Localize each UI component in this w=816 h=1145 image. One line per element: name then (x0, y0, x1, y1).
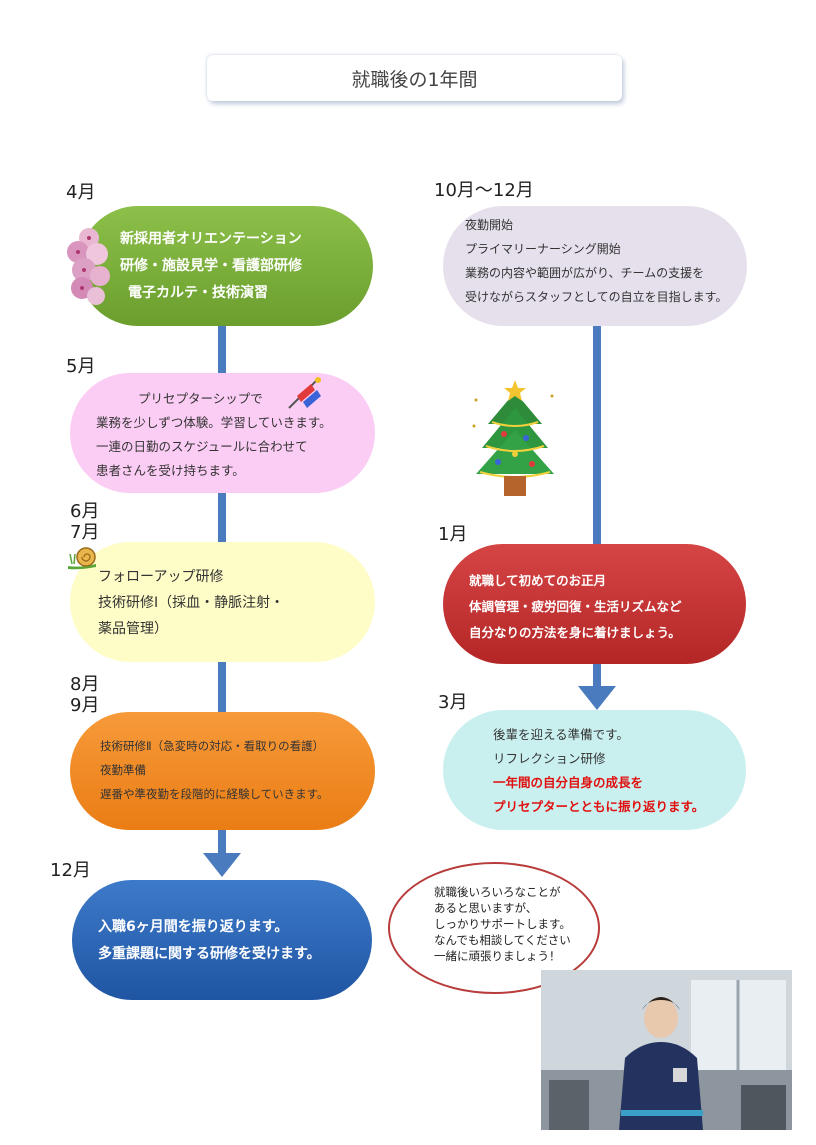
step-june-july: フォローアップ研修 技術研修Ⅰ（採血・静脈注射・ 薬品管理） (70, 542, 375, 662)
month-label-jan: 1月 (438, 524, 468, 545)
step-line: 遅番や準夜勤を段階的に経験していきます。 (100, 787, 329, 801)
month-label-oct-dec: 10月～12月 (434, 180, 534, 201)
step-december: 入職6ヶ月間を振り返ります。 多重課題に関する研修を受けます。 (72, 880, 372, 1000)
step-line: 就職して初めてのお正月 (469, 573, 607, 588)
month-label-mar: 3月 (438, 692, 468, 713)
staff-photo (541, 970, 792, 1130)
step-line: 夜勤準備 (100, 763, 146, 777)
step-line: 技術研修Ⅱ（急変時の対応・看取りの看護） (100, 739, 325, 753)
step-highlight-line: プリセプターとともに振り返ります。 (493, 799, 705, 814)
snail-icon (68, 547, 96, 570)
bubble-line: なんでも相談してください (434, 933, 571, 947)
step-line: 研修・施設見学・看護部研修 (120, 258, 302, 274)
speech-bubble: 就職後いろいろなことが あると思いますが、 しっかりサポートします。 なんでも相… (388, 862, 600, 994)
bubble-line: 一緒に頑張りましょう！ (434, 949, 561, 963)
month-label-sep: 9月 (70, 695, 100, 716)
step-march: 後輩を迎える準備です。 リフレクション研修 一年間の自分自身の成長を プリセプタ… (443, 710, 746, 830)
step-line: 業務を少しずつ体験。学習していきます。 (96, 415, 332, 430)
step-line: プライマリーナーシング開始 (465, 242, 621, 256)
step-line: 夜勤開始 (465, 218, 514, 232)
step-line: 患者さんを受け持ちます。 (96, 463, 245, 478)
step-line: 技術研修Ⅰ（採血・静脈注射・ (98, 595, 285, 611)
step-line: 後輩を迎える準備です。 (493, 727, 629, 742)
step-january: 就職して初めてのお正月 体調管理・疲労回復・生活リズムなど 自分なりの方法を身に… (443, 544, 746, 664)
bubble-line: しっかりサポートします。 (434, 917, 571, 931)
connector-may-jun (218, 493, 226, 543)
month-label-jul: 7月 (70, 522, 100, 543)
step-line: 受けながらスタッフとしての自立を目指します。 (465, 290, 728, 304)
step-may: プリセプターシップで 業務を少しずつ体験。学習していきます。 一連の日勤のスケジ… (70, 373, 375, 493)
staff-photo-illustration (541, 970, 792, 1130)
step-aug-sep: 技術研修Ⅱ（急変時の対応・看取りの看護） 夜勤準備 遅番や準夜勤を段階的に経験し… (70, 712, 375, 830)
connector-oct-jan (593, 326, 601, 545)
month-label-may: 5月 (66, 356, 96, 377)
arrow-down-icon (578, 686, 616, 710)
step-line: フォローアップ研修 (98, 569, 224, 585)
cherry-blossom-icon (67, 228, 110, 305)
step-oct-dec: 夜勤開始 プライマリーナーシング開始 業務の内容や範囲が広がり、チームの支援を … (443, 206, 747, 326)
arrow-down-icon (203, 853, 241, 877)
step-line: 自分なりの方法を身に着けましょう。 (469, 625, 681, 640)
step-line: 一連の日勤のスケジュールに合わせて (96, 439, 308, 454)
step-line: 多重課題に関する研修を受けます。 (98, 946, 321, 962)
bubble-line: あると思いますが、 (434, 901, 538, 915)
month-label-apr: 4月 (66, 182, 96, 203)
connector-jun-aug (218, 662, 226, 713)
step-highlight-line: 一年間の自分自身の成長を (493, 775, 644, 790)
koinobori-icon (288, 377, 321, 409)
step-line: 薬品管理） (98, 621, 168, 637)
step-line: リフレクション研修 (493, 751, 606, 766)
step-line: プリセプターシップで (138, 391, 263, 406)
christmas-tree-icon (472, 380, 554, 496)
connector-jan-mar (593, 664, 601, 690)
step-line: 新採用者オリエンテーション (120, 231, 302, 247)
page-title: 就職後の1年間 (207, 55, 622, 101)
month-label-aug: 8月 (70, 674, 100, 695)
step-line: 入職6ヶ月間を振り返ります。 (98, 919, 289, 935)
connector-aug-dec (218, 830, 226, 858)
bubble-line: 就職後いろいろなことが (434, 885, 561, 899)
step-april: 新採用者オリエンテーション 研修・施設見学・看護部研修 電子カルテ・技術演習 (78, 206, 373, 326)
step-line: 体調管理・疲労回復・生活リズムなど (469, 599, 682, 614)
step-line: 業務の内容や範囲が広がり、チームの支援を (465, 266, 705, 280)
connector-apr-may (218, 326, 226, 374)
month-label-dec: 12月 (50, 860, 91, 881)
step-line: 電子カルテ・技術演習 (128, 285, 268, 301)
month-label-jun: 6月 (70, 501, 100, 522)
